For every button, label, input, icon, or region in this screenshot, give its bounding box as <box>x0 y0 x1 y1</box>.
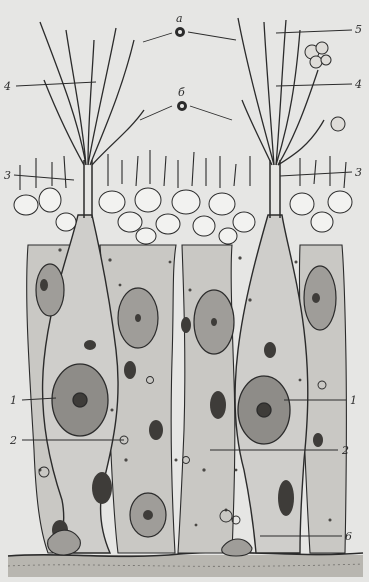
label-3-right: 3 <box>355 166 362 179</box>
label-2-right: 2 <box>341 444 349 457</box>
label-3-left: 3 <box>4 169 11 182</box>
label-4-left: 4 <box>3 80 11 93</box>
label-6: 6 <box>345 530 352 543</box>
label-5: 5 <box>355 23 362 36</box>
label-1-left: 1 <box>10 394 17 407</box>
label-2-left: 2 <box>9 434 17 447</box>
label-1-right: 1 <box>350 394 357 407</box>
label-a: а <box>176 12 183 25</box>
label-4-right: 4 <box>354 78 362 91</box>
label-b: б <box>178 86 185 99</box>
basement-membrane <box>8 552 363 577</box>
